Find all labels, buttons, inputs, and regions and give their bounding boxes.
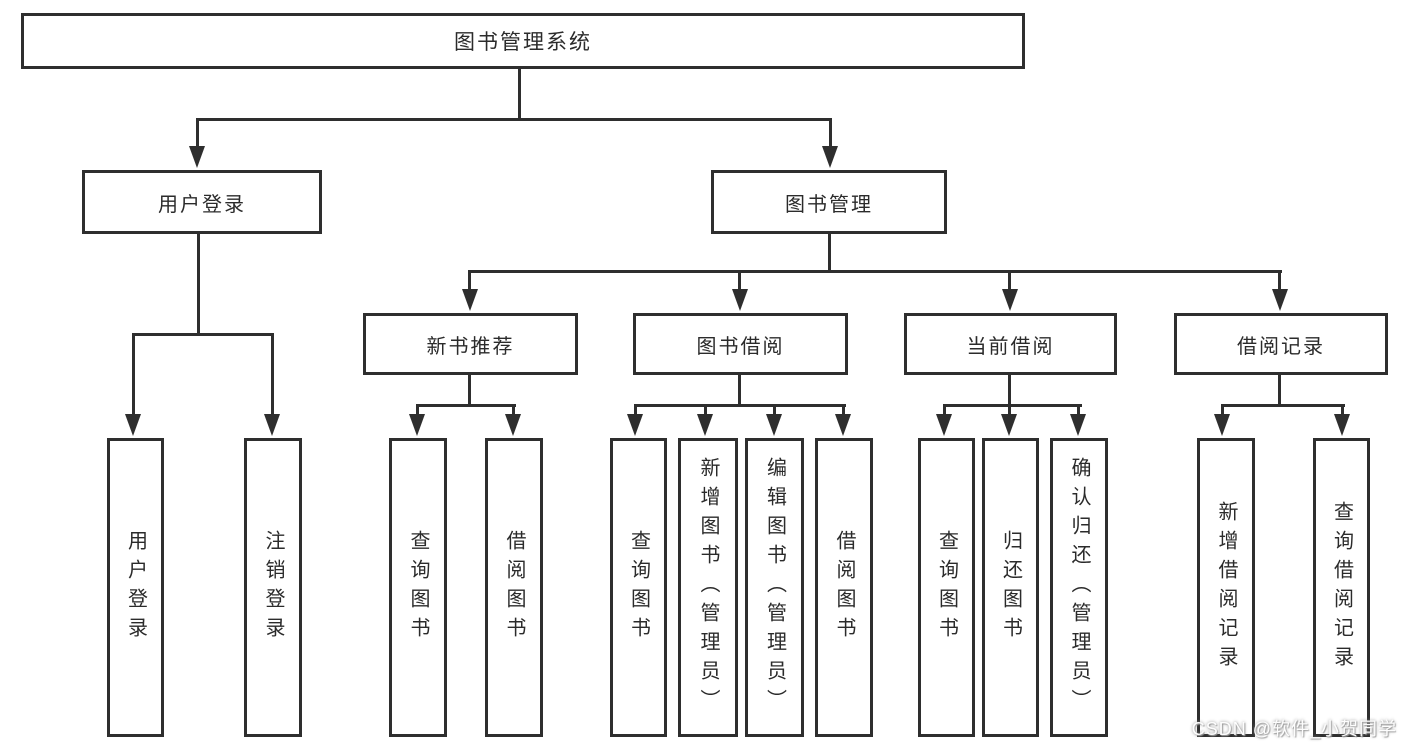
edge-drop-book-management	[829, 118, 832, 146]
node-user-login: 用户登录	[82, 170, 322, 234]
edge-current-borrowing-branch	[943, 404, 1082, 407]
csdn-watermark: CSDN @软件_小贺同学	[1191, 719, 1397, 739]
edge-drop-add-books	[704, 404, 707, 414]
node-book-borrowing-label: 图书借阅	[696, 335, 785, 358]
arrowhead-borrow-books-2	[835, 414, 851, 436]
leaf-return-books-label: 归还图书	[999, 529, 1022, 646]
edge-drop-query-books-3	[943, 404, 946, 414]
edge-book-management-stem	[828, 233, 831, 273]
node-user-login-label: 用户登录	[158, 193, 246, 216]
edge-drop-leaf-logout	[271, 333, 274, 414]
leaf-logout: 注销登录	[244, 438, 302, 737]
leaf-edit-books-admin-label: 编辑图书（管理员）	[763, 457, 786, 718]
edge-root-branch	[196, 118, 832, 121]
edge-root-stem	[518, 68, 521, 118]
node-book-management-label: 图书管理	[785, 193, 873, 216]
node-root-label: 图书管理系统	[454, 31, 592, 54]
leaf-edit-books-admin: 编辑图书（管理员）	[745, 438, 804, 737]
arrowhead-query-books-1	[409, 414, 425, 436]
node-current-borrowing: 当前借阅	[904, 313, 1117, 375]
edge-borrowing-records-branch	[1221, 404, 1345, 407]
leaf-add-borrow-record: 新增借阅记录	[1197, 438, 1255, 737]
arrowhead-query-books-3	[936, 414, 952, 436]
edge-drop-user-login	[196, 118, 199, 146]
edge-drop-query-borrow-record	[1341, 404, 1344, 414]
edge-new-book-stem	[468, 375, 471, 407]
edge-user-login-stem	[197, 233, 200, 336]
edge-drop-edit-books	[773, 404, 776, 414]
node-borrowing-records-label: 借阅记录	[1237, 335, 1325, 358]
arrowhead-add-borrow-record	[1214, 414, 1230, 436]
edge-book-borrowing-branch	[634, 404, 846, 407]
arrowhead-book-management	[822, 146, 838, 168]
edge-drop-query-books-1	[416, 404, 419, 414]
node-new-book-recommend: 新书推荐	[363, 313, 578, 375]
leaf-borrow-books-recommend: 借阅图书	[485, 438, 543, 737]
arrowhead-confirm-return	[1070, 414, 1086, 436]
arrowhead-book-borrowing	[732, 289, 748, 311]
edge-drop-book-borrowing	[738, 270, 741, 289]
leaf-add-books-admin-label: 新增图书（管理员）	[697, 457, 719, 718]
arrowhead-current-borrowing	[1002, 289, 1018, 311]
node-new-book-recommend-label: 新书推荐	[426, 335, 515, 358]
leaf-query-books-current-label: 查询图书	[935, 529, 958, 646]
edge-current-borrowing-stem	[1008, 375, 1011, 407]
leaf-query-books-borrowing: 查询图书	[610, 438, 667, 737]
edge-book-borrowing-stem	[738, 375, 741, 407]
leaf-query-books-recommend: 查询图书	[389, 438, 447, 737]
leaf-confirm-return-admin: 确认归还（管理员）	[1050, 438, 1108, 737]
leaf-query-books-recommend-label: 查询图书	[407, 529, 429, 646]
arrowhead-leaf-user-login	[125, 414, 141, 436]
node-root: 图书管理系统	[21, 13, 1025, 69]
edge-drop-current-borrowing	[1008, 270, 1011, 289]
leaf-query-borrow-record: 查询借阅记录	[1313, 438, 1370, 737]
arrowhead-user-login	[189, 146, 205, 168]
arrowhead-query-borrow-record	[1334, 414, 1350, 436]
leaf-user-login: 用户登录	[107, 438, 164, 737]
edge-user-login-branch	[132, 333, 274, 336]
edge-drop-return-books	[1008, 404, 1011, 414]
edge-drop-confirm-return	[1077, 404, 1080, 414]
edge-drop-add-borrow-record	[1221, 404, 1224, 414]
edge-new-book-branch	[416, 404, 516, 407]
node-current-borrowing-label: 当前借阅	[966, 335, 1055, 358]
leaf-query-books-borrowing-label: 查询图书	[627, 529, 650, 646]
leaf-borrow-books-borrowing: 借阅图书	[815, 438, 873, 737]
node-borrowing-records: 借阅记录	[1174, 313, 1388, 375]
arrowhead-query-books-2	[627, 414, 643, 436]
leaf-borrow-books-recommend-label: 借阅图书	[503, 529, 525, 646]
edge-drop-borrowing-records	[1278, 270, 1281, 289]
leaf-add-books-admin: 新增图书（管理员）	[678, 438, 738, 737]
leaf-query-books-current: 查询图书	[918, 438, 975, 737]
arrowhead-leaf-logout	[264, 414, 280, 436]
arrowhead-return-books	[1001, 414, 1017, 436]
arrowhead-new-book-recommend	[462, 289, 478, 311]
edge-drop-borrow-books-2	[842, 404, 845, 414]
arrowhead-edit-books	[766, 414, 782, 436]
arrowhead-borrow-books-1	[505, 414, 521, 436]
leaf-borrow-books-borrowing-label: 借阅图书	[833, 529, 855, 646]
leaf-user-login-label: 用户登录	[124, 529, 147, 646]
edge-drop-query-books-2	[634, 404, 637, 414]
leaf-confirm-return-admin-label: 确认归还（管理员）	[1068, 457, 1090, 718]
edge-borrowing-records-stem	[1278, 375, 1281, 407]
node-book-management: 图书管理	[711, 170, 947, 234]
edge-book-management-branch	[468, 270, 1282, 273]
arrowhead-borrowing-records	[1272, 289, 1288, 311]
leaf-query-borrow-record-label: 查询借阅记录	[1330, 500, 1353, 675]
leaf-return-books: 归还图书	[982, 438, 1039, 737]
arrowhead-add-books	[697, 414, 713, 436]
edge-drop-new-book-recommend	[468, 270, 471, 289]
node-book-borrowing: 图书借阅	[633, 313, 848, 375]
leaf-logout-label: 注销登录	[262, 529, 284, 646]
edge-drop-leaf-user-login	[132, 333, 135, 414]
edge-drop-borrow-books-1	[512, 404, 515, 414]
leaf-add-borrow-record-label: 新增借阅记录	[1215, 500, 1237, 675]
